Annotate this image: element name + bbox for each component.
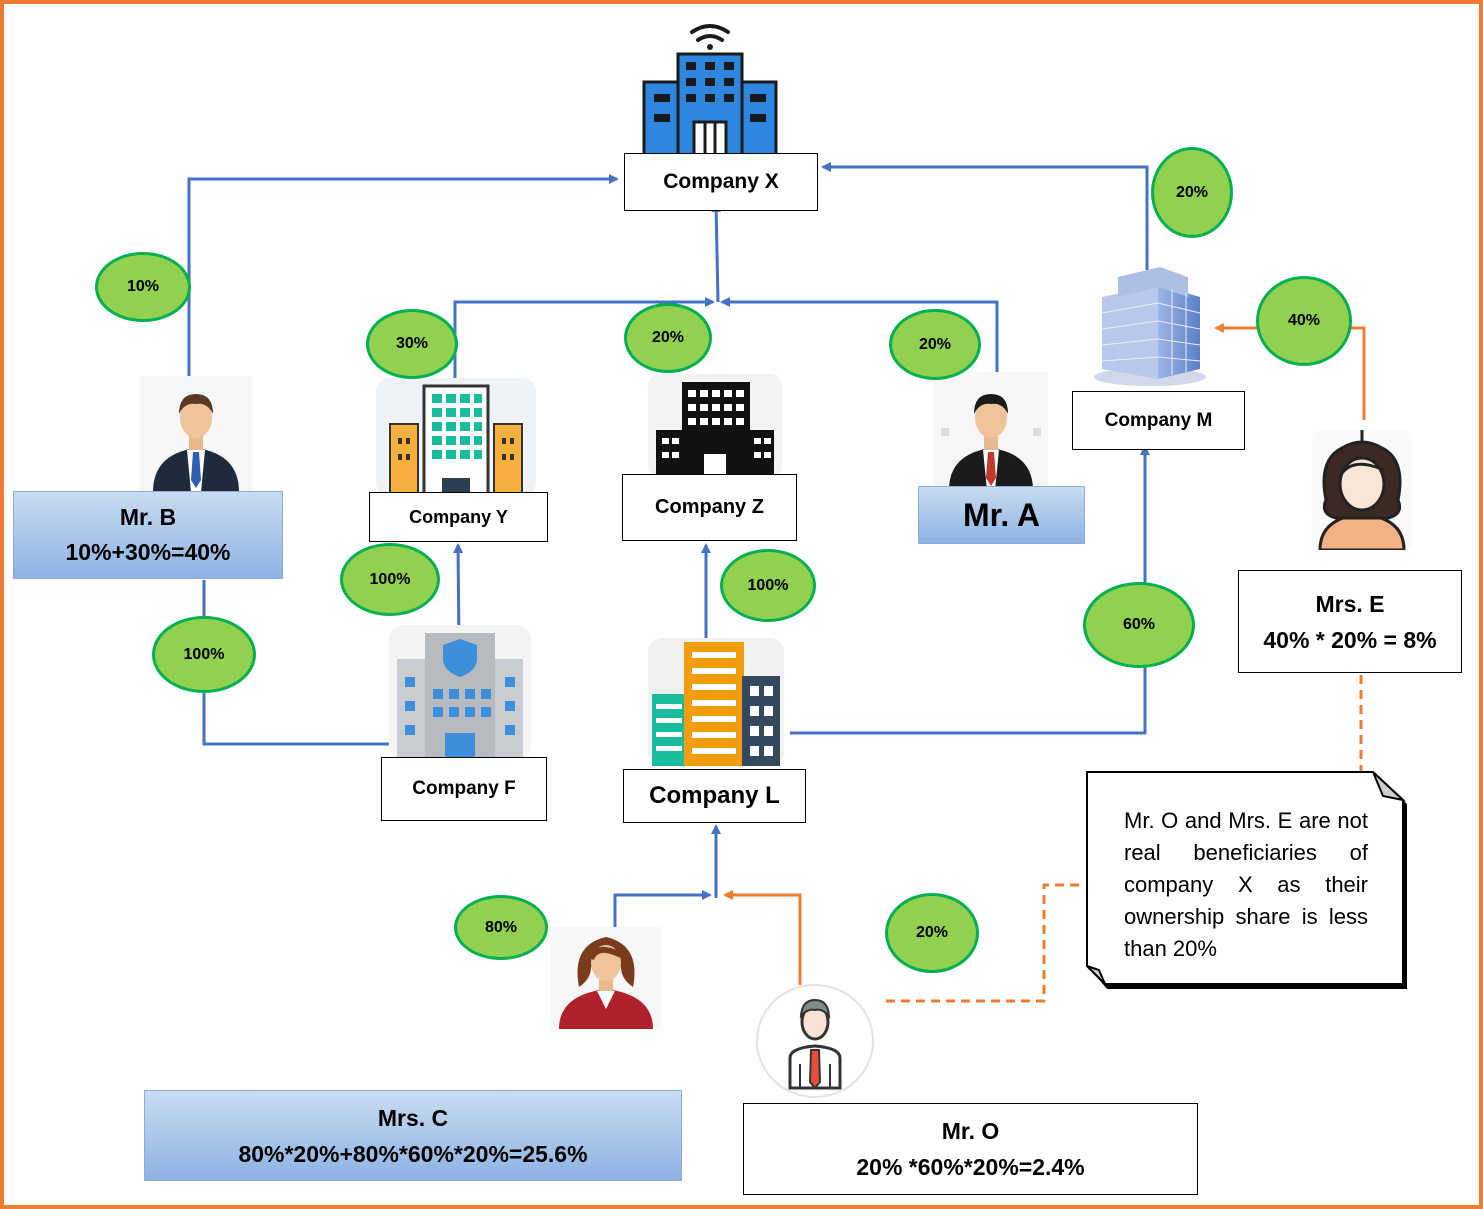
mr-a-avatar-icon: [933, 372, 1048, 490]
mrs-c-avatar-icon: [551, 927, 661, 1029]
company-l-box: Company L: [623, 769, 806, 823]
company-y-building-icon: [376, 378, 536, 496]
company-y-box: Company Y: [369, 492, 548, 542]
mrs-e-avatar-icon: [1312, 430, 1412, 550]
company-x-building-icon: [642, 24, 778, 158]
company-x-label: Company X: [663, 170, 779, 193]
share-l-to-m: 60%: [1083, 582, 1195, 668]
line-l-to-m: [790, 445, 1150, 735]
share-a-to-x: 20%: [889, 309, 981, 380]
company-l-label: Company L: [649, 782, 780, 809]
note-callout-shape: [1086, 771, 1407, 989]
mrs-e-calculation: 40% * 20% = 8%: [1263, 626, 1437, 653]
share-o-to-l: 20%: [885, 893, 979, 973]
mrs-c-name: Mrs. C: [377, 1104, 449, 1131]
dashed-o-to-note: [886, 883, 1085, 1003]
line-o-to-junction: [723, 890, 802, 985]
company-m-box: Company M: [1072, 391, 1245, 450]
mrs-c-calculation: 80%*20%+80%*60%*20%=25.6%: [238, 1140, 588, 1167]
company-z-building-icon: [648, 374, 782, 478]
company-x-box: Company X: [624, 153, 818, 211]
mr-a-label: Mr. A: [962, 496, 1041, 533]
mrs-e-name: Mrs. E: [1315, 590, 1385, 617]
mr-a-box: Mr. A: [918, 486, 1085, 544]
mr-o-name: Mr. O: [941, 1118, 1000, 1144]
share-c-to-l: 80%: [454, 895, 548, 960]
line-m-to-x: [821, 162, 1149, 270]
share-b-to-f: 100%: [152, 616, 256, 693]
line-a-to-junction: [720, 297, 999, 398]
mrs-e-box: Mrs. E 40% * 20% = 8%: [1238, 570, 1462, 673]
mr-b-name: Mr. B: [119, 504, 177, 530]
share-y-to-x: 30%: [366, 309, 458, 379]
share-e-to-m: 40%: [1256, 276, 1352, 366]
share-l-to-z: 100%: [720, 549, 816, 622]
company-z-label: Company Z: [655, 496, 764, 518]
share-b-to-x: 10%: [95, 252, 191, 322]
company-f-building-icon: [389, 625, 531, 760]
share-m-to-x: 20%: [1151, 147, 1233, 238]
mr-o-calculation: 20% *60%*20%=2.4%: [856, 1154, 1085, 1180]
company-z-box: Company Z: [622, 474, 797, 541]
company-f-label: Company F: [412, 778, 516, 799]
share-f-to-y: 100%: [340, 543, 440, 616]
company-f-box: Company F: [381, 757, 547, 821]
mrs-c-box: Mrs. C 80%*20%+80%*60%*20%=25.6%: [144, 1090, 682, 1181]
mr-b-avatar-icon: [139, 376, 253, 492]
company-m-label: Company M: [1104, 409, 1213, 431]
company-y-label: Company Y: [409, 506, 508, 527]
company-l-building-icon: [648, 638, 784, 766]
mr-o-box: Mr. O 20% *60%*20%=2.4%: [743, 1103, 1198, 1195]
mr-b-calculation: 10%+30%=40%: [65, 539, 231, 565]
line-c-to-junction: [613, 890, 712, 928]
mr-b-box: Mr. B 10%+30%=40%: [13, 491, 283, 579]
note-text: Mr. O and Mrs. E are not real beneficiar…: [1124, 808, 1368, 961]
mr-o-avatar-icon: [756, 984, 874, 1098]
company-m-tower-icon: [1094, 267, 1206, 386]
share-z-to-x: 20%: [624, 303, 712, 373]
line-junction-to-x: [711, 202, 722, 303]
line-b-to-x: [187, 174, 619, 400]
